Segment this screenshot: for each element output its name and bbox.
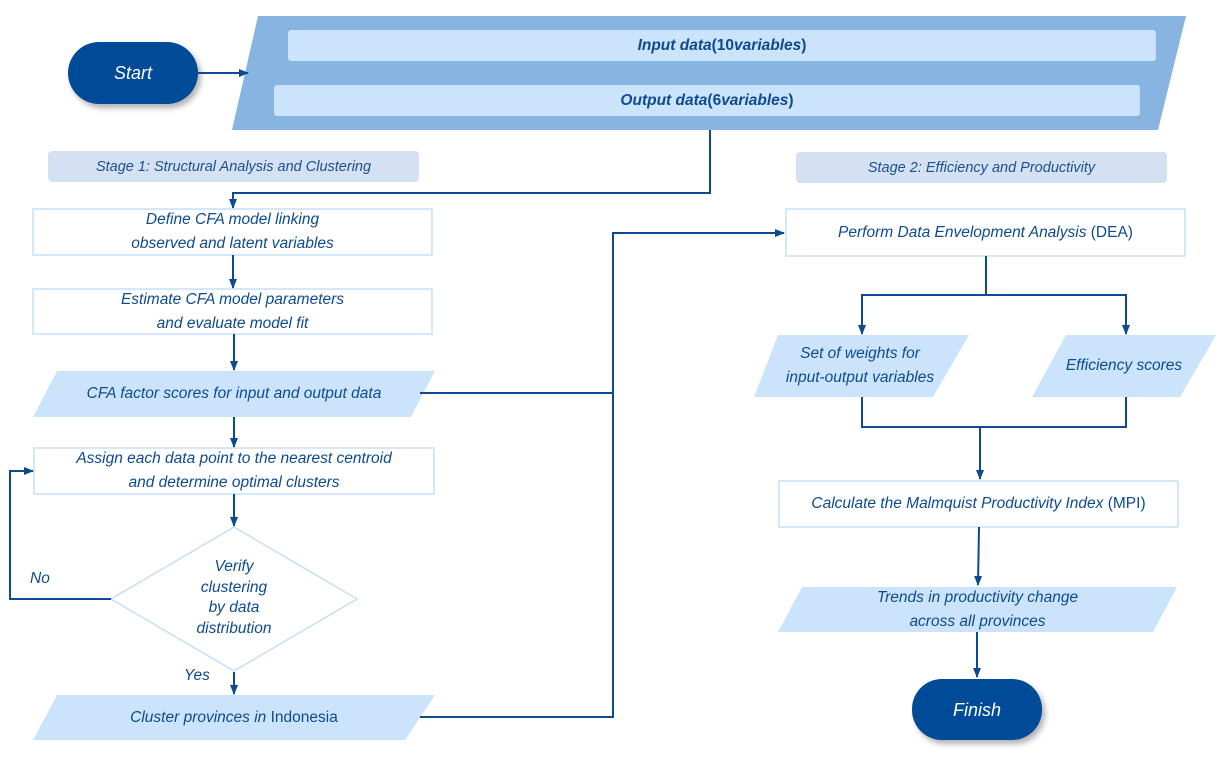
- calculate-mpi-text: Calculate the Malmquist Productivity Ind…: [779, 481, 1178, 527]
- connector-clusters-to-dea: [420, 229, 785, 718]
- weights-line1: Set of weights for: [800, 345, 920, 362]
- output-data-bar: [274, 85, 1140, 116]
- cluster-italic: Cluster provinces in: [130, 708, 271, 726]
- define-cfa-box[interactable]: [32, 208, 433, 256]
- stage1-header: Stage 1: Structural Analysis and Cluster…: [48, 151, 419, 182]
- finish-label: Finish: [952, 699, 1001, 720]
- trends-parallelogram[interactable]: [778, 587, 1177, 632]
- trends-text: Trends in productivity change across all…: [778, 587, 1177, 632]
- mpi-italic: Calculate the Malmquist Productivity Ind…: [811, 495, 1108, 512]
- output-data-text: Output data: [620, 91, 708, 109]
- assign-centroid-text: Assign each data point to the nearest ce…: [34, 448, 434, 494]
- input-paren-close: ): [801, 36, 807, 54]
- perform-dea-box[interactable]: [785, 208, 1186, 257]
- dea-italic: Perform Data Envelopment Analysis: [838, 223, 1091, 241]
- factor-scores-parallelogram[interactable]: [33, 371, 435, 417]
- mpi-abbrev: (MPI): [1107, 495, 1146, 512]
- assign-line1: Assign each data point to the nearest ce…: [76, 450, 392, 467]
- estimate-cfa-line2: and evaluate model fit: [156, 314, 309, 332]
- weights-text: Set of weights for input-output variable…: [760, 335, 960, 397]
- efficiency-parallelogram[interactable]: [1032, 335, 1216, 397]
- define-cfa-text: Define CFA model linking observed and la…: [33, 209, 432, 255]
- input-variable-count: 10: [716, 36, 735, 54]
- yes-label: Yes: [184, 667, 210, 684]
- start-terminal[interactable]: [68, 42, 198, 104]
- calculate-mpi-box[interactable]: [778, 480, 1179, 528]
- start-label: Start: [113, 63, 152, 83]
- input-data-label: Input data (10 variables): [288, 30, 1156, 61]
- dea-abbrev: (DEA): [1090, 223, 1133, 241]
- connector-dea-split: [858, 256, 987, 335]
- estimate-cfa-text: Estimate CFA model parameters and evalua…: [33, 289, 432, 334]
- input-variables-word: variables: [734, 36, 802, 54]
- estimate-cfa-box[interactable]: [32, 288, 433, 335]
- perform-dea-text: Perform Data Envelopment Analysis (DEA): [786, 209, 1185, 256]
- stage2-header: Stage 2: Efficiency and Productivity: [796, 152, 1167, 183]
- connector-no-loop: [9, 467, 111, 600]
- cluster-country: Indonesia: [270, 708, 338, 726]
- define-cfa-line1: Define CFA model linking: [145, 211, 320, 228]
- no-label: No: [30, 570, 50, 587]
- finish-terminal[interactable]: [912, 679, 1042, 740]
- verify-line4: distribution: [196, 619, 272, 637]
- connector-data-to-define-cfa: [229, 130, 711, 209]
- output-data-label: Output data (6 variables): [274, 85, 1140, 116]
- output-variables-word: variables: [721, 91, 789, 109]
- trends-line1: Trends in productivity change: [876, 588, 1079, 606]
- input-paren-open: (: [711, 36, 717, 54]
- connector-weights-merge: [861, 397, 1127, 428]
- estimate-cfa-line1: Estimate CFA model parameters: [120, 290, 345, 308]
- verify-line2: clustering: [200, 578, 268, 596]
- connector-dea-to-efficiency: [986, 294, 1130, 335]
- output-paren-open: (: [707, 91, 713, 109]
- input-data-text: Input data: [637, 36, 712, 54]
- verify-decision-text: Verify clustering by data distribution: [150, 553, 318, 643]
- weights-line2: input-output variables: [785, 369, 935, 386]
- verify-decision-diamond[interactable]: [109, 526, 359, 672]
- trends-line2: across all provinces: [909, 612, 1046, 630]
- output-variable-count: 6: [712, 91, 722, 109]
- connector-mpi-to-trends: [974, 526, 983, 586]
- assign-line2: and determine optimal clusters: [128, 474, 340, 491]
- cluster-provinces-parallelogram[interactable]: [33, 695, 435, 740]
- factor-scores-text: CFA factor scores for input and output d…: [86, 385, 382, 402]
- verify-line3: by data: [208, 599, 260, 616]
- efficiency-text: Efficiency scores: [1065, 357, 1183, 374]
- verify-line1: Verify: [214, 558, 254, 575]
- weights-parallelogram[interactable]: [754, 335, 969, 397]
- define-cfa-line2: observed and latent variables: [131, 235, 334, 252]
- cluster-provinces-text: Cluster provinces in Indonesia: [33, 695, 435, 740]
- input-data-bar: [288, 30, 1156, 61]
- output-paren-close: ): [788, 91, 794, 109]
